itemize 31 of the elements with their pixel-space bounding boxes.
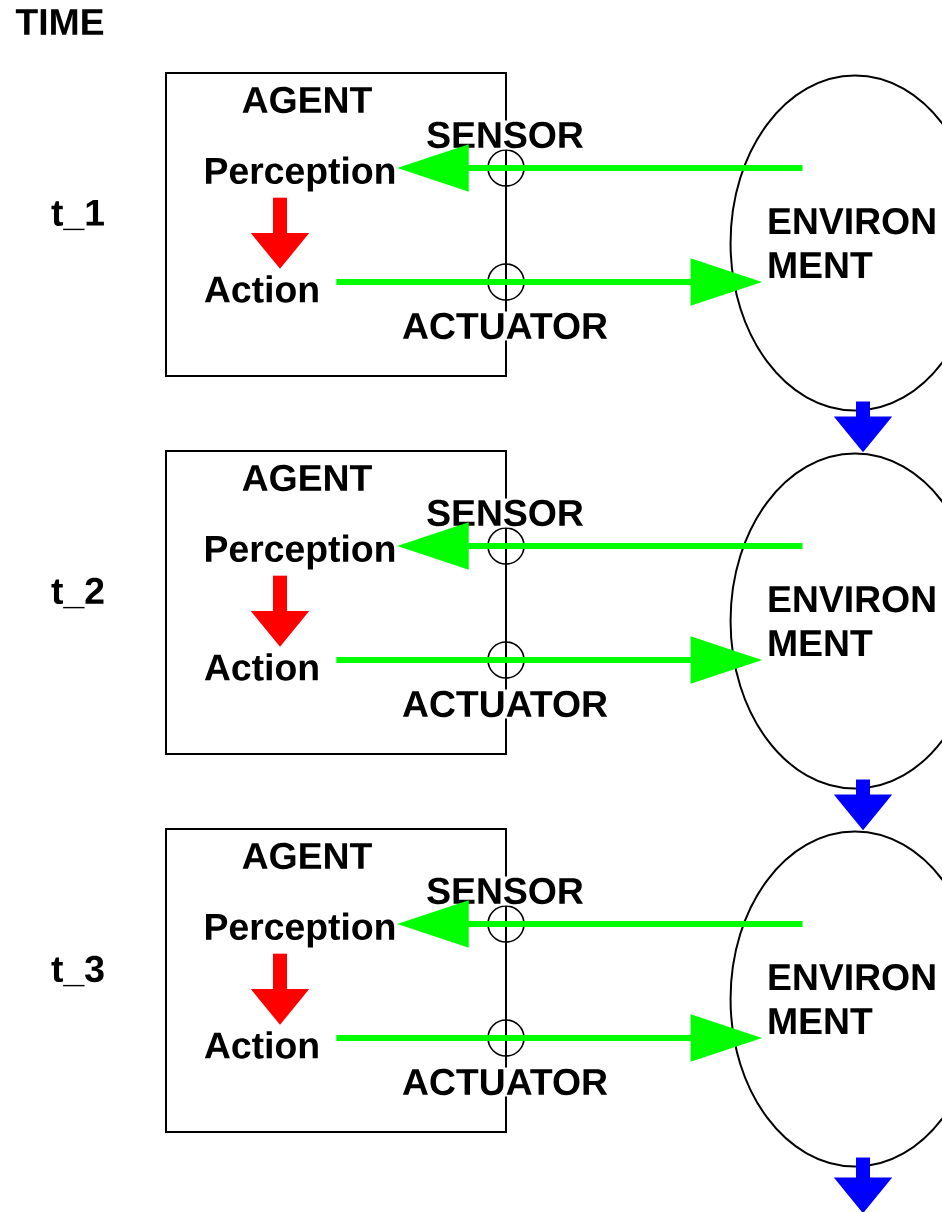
time-step-label: t_1 [51,199,104,231]
sensor-circle [487,905,525,943]
sensor-label: SENSOR [424,498,586,528]
actuator-circle [487,263,525,301]
box-title: AGENT [242,464,372,492]
action-text: Action [204,275,318,303]
actuator-label: ACTUATOR [400,689,610,719]
time-step-label: t_2 [51,577,104,609]
connector-line [506,921,803,927]
perception-text: Perception [206,156,395,192]
actuator-circle [487,641,525,679]
box-title: AGENT [242,86,372,114]
environment-blob: ENVIRON MENT [729,830,942,1168]
perception-text: Perception [206,534,395,570]
action-text: Action [204,653,318,681]
environment-blob: ENVIRON MENT [729,74,942,412]
environment-blob: ENVIRON MENT [729,452,942,790]
sensor-label: SENSOR [424,876,586,906]
perception-text: Perception [206,912,395,948]
box-title: AGENT [242,842,372,870]
actuator-label: ACTUATOR [400,311,610,341]
sensor-circle [487,527,525,565]
time-step-label: t_3 [51,955,104,987]
connector-line [506,165,803,171]
actuator-label: ACTUATOR [400,1067,610,1097]
time-label: TIME [15,9,104,35]
sensor-label: SENSOR [424,120,586,150]
actuator-circle [487,1019,525,1057]
sensor-circle [487,149,525,187]
action-text: Action [204,1031,318,1059]
connector-line [506,543,803,549]
